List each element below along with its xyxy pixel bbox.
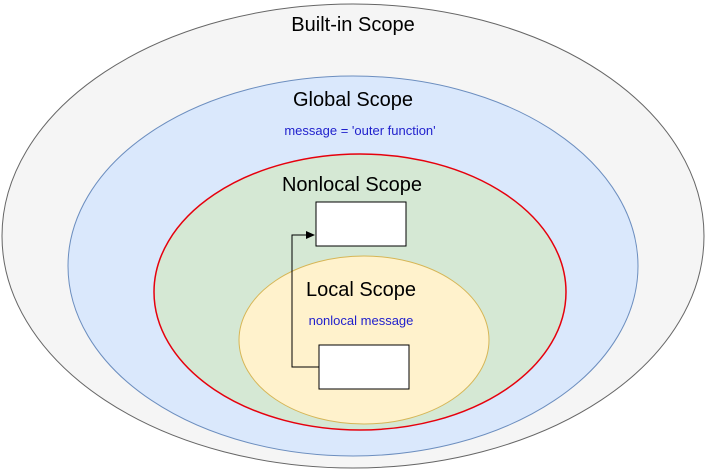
global-scope-label: Global Scope [293, 89, 413, 111]
nonlocal-reference-arrow [291, 231, 319, 368]
nonlocal-scope-label: Nonlocal Scope [282, 174, 422, 196]
global-scope-code: message = 'outer function' [284, 123, 435, 138]
local-scope-label: Local Scope [306, 279, 416, 301]
local-scope-code: nonlocal message [309, 313, 414, 328]
local-scope-ellipse[interactable] [238, 255, 490, 425]
nonlocal-variable-box[interactable] [315, 201, 407, 247]
builtin-scope-label: Built-in Scope [291, 14, 414, 36]
local-variable-box[interactable] [318, 344, 410, 390]
